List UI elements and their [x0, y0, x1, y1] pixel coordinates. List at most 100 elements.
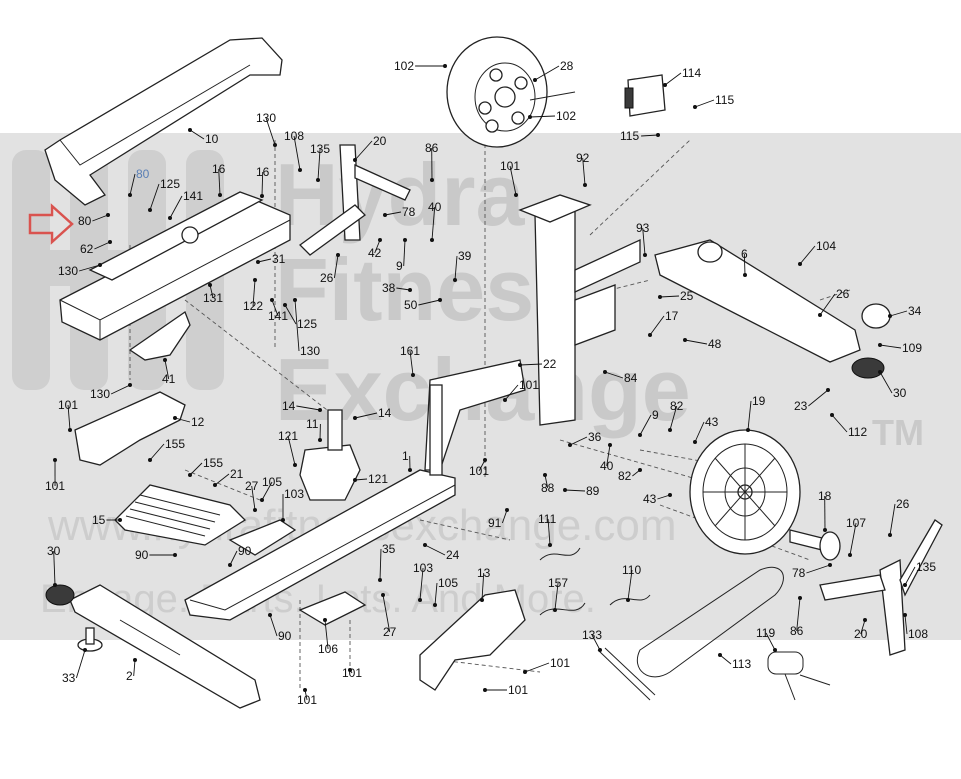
- callout-fastener-dot: [260, 498, 264, 502]
- callout-label: 102: [394, 59, 414, 73]
- callout-fastener-dot: [260, 194, 264, 198]
- callout-fastener-dot: [270, 298, 274, 302]
- callout-fastener-dot: [378, 238, 382, 242]
- callout-label: 102: [556, 109, 576, 123]
- part-30-wheel-left: [46, 585, 74, 605]
- callout-fastener-dot: [163, 358, 167, 362]
- callout-fastener-dot: [318, 438, 322, 442]
- callout-label: 109: [902, 341, 922, 355]
- callout-label: 106: [318, 642, 338, 656]
- callout-fastener-dot: [173, 416, 177, 420]
- part-119-power-cord: [768, 652, 803, 674]
- callout-fastener-dot: [823, 528, 827, 532]
- callout-label: 40: [428, 200, 442, 214]
- callout-leader-line: [134, 660, 135, 676]
- callout-fastener-dot: [693, 105, 697, 109]
- callout-fastener-dot: [403, 238, 407, 242]
- callout-fastener-dot: [743, 273, 747, 277]
- callout-fastener-dot: [433, 603, 437, 607]
- callout-fastener-dot: [430, 178, 434, 182]
- callout-fastener-dot: [563, 488, 567, 492]
- callout-fastener-dot: [188, 473, 192, 477]
- callout-fastener-dot: [643, 253, 647, 257]
- callout-fastener-dot: [318, 408, 322, 412]
- callout-fastener-dot: [773, 648, 777, 652]
- callout-label: 133: [582, 628, 602, 642]
- callout-fastener-dot: [553, 608, 557, 612]
- callout-fastener-dot: [878, 370, 882, 374]
- callout-fastener-dot: [268, 613, 272, 617]
- callout-fastener-dot: [98, 263, 102, 267]
- callout-label: 105: [262, 475, 282, 489]
- watermark-tm: TM: [872, 412, 924, 453]
- callout-label: 50: [404, 298, 418, 312]
- part-34-wheel: [862, 304, 890, 328]
- callout-label: 107: [846, 516, 866, 530]
- callout-label: 12: [191, 415, 205, 429]
- callout-label: 101: [342, 666, 362, 680]
- callout-fastener-dot: [656, 133, 660, 137]
- callout-fastener-dot: [303, 688, 307, 692]
- callout-fastener-dot: [228, 563, 232, 567]
- callout-fastener-dot: [423, 543, 427, 547]
- callout-fastener-dot: [663, 83, 667, 87]
- callout-fastener-dot: [818, 313, 822, 317]
- callout-label: 15: [92, 513, 106, 527]
- callout-label: 105: [438, 576, 458, 590]
- callout-label: 130: [300, 344, 320, 358]
- callout-label: 30: [47, 544, 61, 558]
- callout-label: 80: [78, 214, 92, 228]
- callout-label: 91: [488, 516, 502, 530]
- callout-label: 111: [538, 512, 557, 526]
- callout-label: 110: [622, 563, 641, 577]
- callout-fastener-dot: [626, 598, 630, 602]
- callout-label: 62: [80, 242, 94, 256]
- callout-label: 33: [62, 671, 76, 685]
- callout-fastener-dot: [133, 658, 137, 662]
- callout-fastener-dot: [128, 193, 132, 197]
- callout-fastener-dot: [888, 314, 892, 318]
- callout-label: 112: [848, 425, 867, 439]
- callout-label: 10: [205, 132, 219, 146]
- callout-fastener-dot: [253, 278, 257, 282]
- callout-fastener-dot: [798, 596, 802, 600]
- callout-leader-line: [76, 650, 85, 678]
- part-92-upright: [535, 210, 575, 425]
- callout-fastener-dot: [483, 688, 487, 692]
- callout-label: 20: [854, 627, 868, 641]
- callout-leader-line: [665, 73, 681, 85]
- callout-fastener-dot: [693, 440, 697, 444]
- callout-label: 26: [320, 271, 334, 285]
- callout-label: 103: [284, 487, 304, 501]
- callout-label: 125: [297, 317, 317, 331]
- callout-fastener-dot: [863, 618, 867, 622]
- callout-fastener-dot: [411, 373, 415, 377]
- callout-label: 121: [368, 472, 388, 486]
- callout-label: 121: [278, 429, 298, 443]
- callout-label: 119: [756, 626, 775, 640]
- pulley-spokes: [703, 444, 787, 540]
- callout-label: 161: [400, 344, 420, 358]
- callout-fastener-dot: [353, 158, 357, 162]
- callout-label: 101: [508, 683, 528, 697]
- callout-fastener-dot: [118, 518, 122, 522]
- callout-label: 42: [368, 246, 382, 260]
- callout-leader-line: [720, 655, 731, 664]
- callout-fastener-dot: [658, 295, 662, 299]
- callout-fastener-dot: [718, 653, 722, 657]
- callout-fastener-dot: [281, 518, 285, 522]
- callout-fastener-dot: [514, 193, 518, 197]
- callout-fastener-dot: [438, 298, 442, 302]
- callout-fastener-dot: [830, 413, 834, 417]
- callout-label: 18: [818, 489, 832, 503]
- part-callout: 113: [718, 653, 751, 671]
- callout-label: 155: [203, 456, 223, 470]
- callout-fastener-dot: [548, 543, 552, 547]
- callout-label: 17: [665, 309, 679, 323]
- callout-label: 103: [413, 561, 433, 575]
- callout-label: 88: [541, 481, 555, 495]
- callout-fastener-dot: [528, 115, 532, 119]
- part-callout: 101: [523, 656, 570, 674]
- callout-fastener-dot: [418, 598, 422, 602]
